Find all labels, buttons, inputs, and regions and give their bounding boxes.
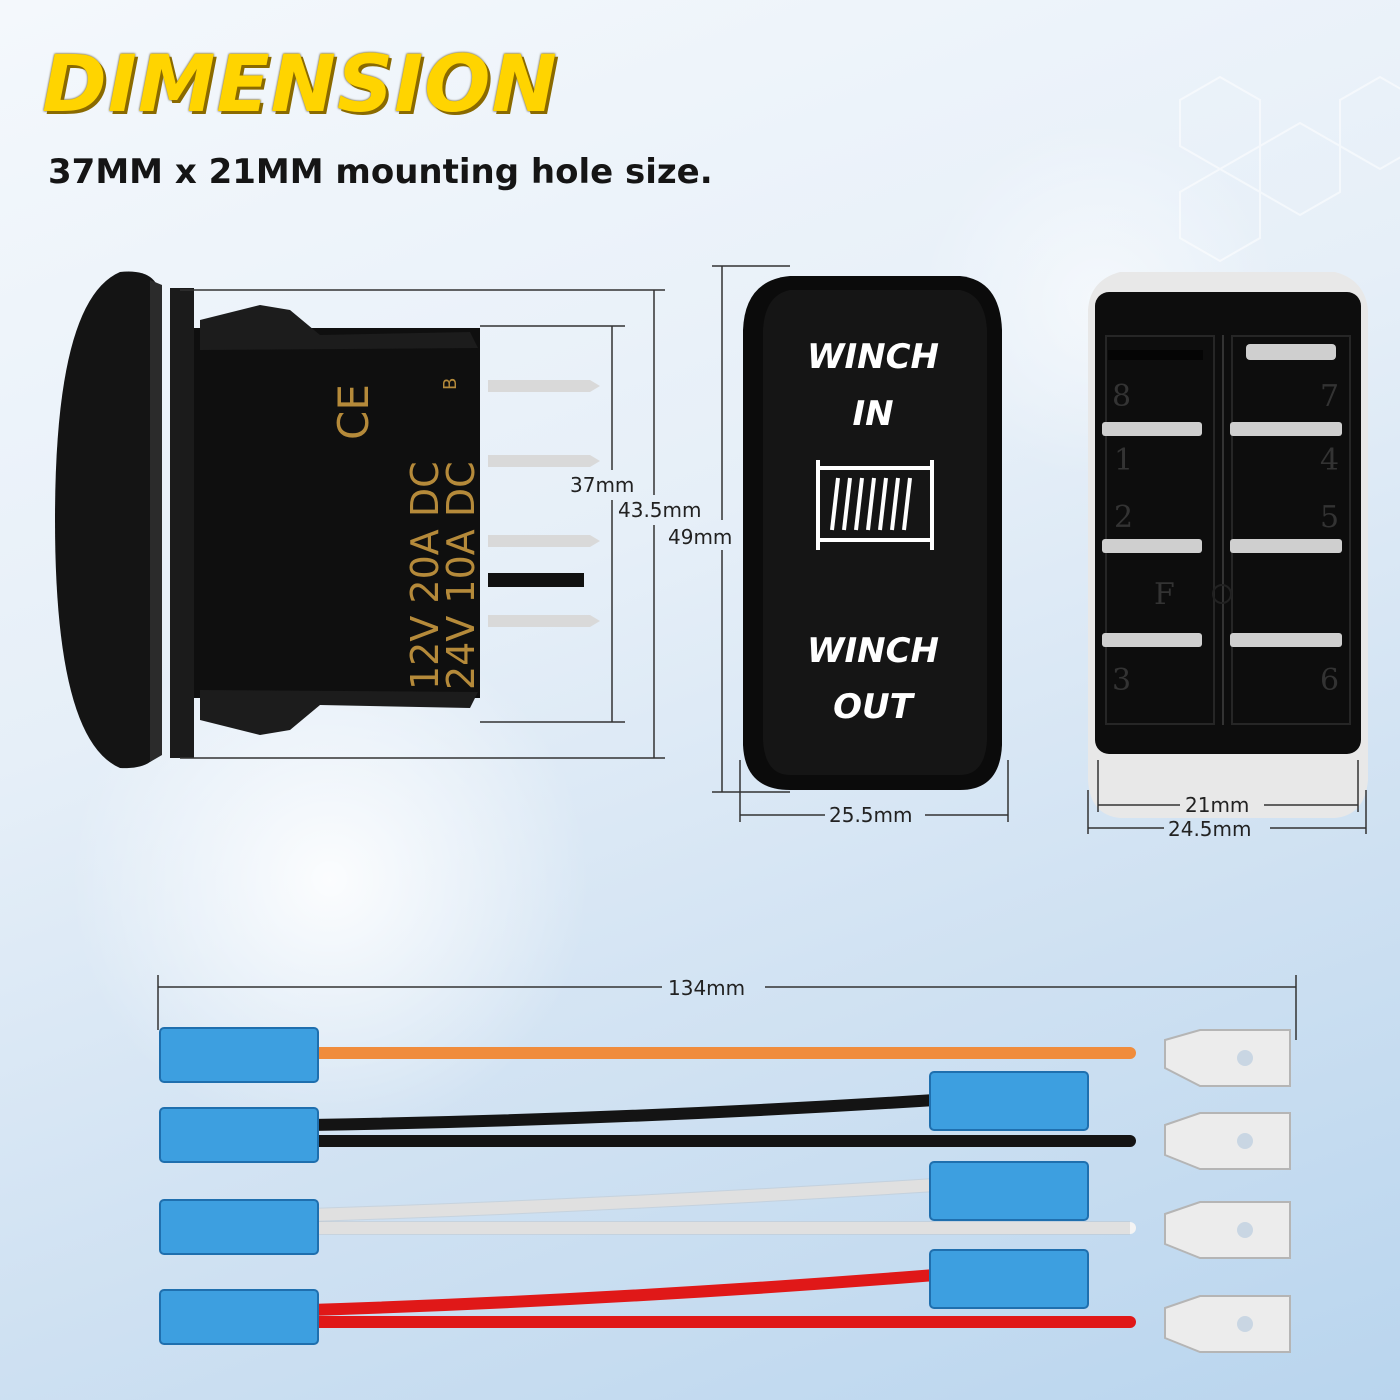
dim-front-width: 25.5mm — [829, 803, 913, 827]
code-mark: B — [440, 378, 461, 390]
wire-black-short — [304, 1094, 941, 1131]
connector-left-2 — [159, 1107, 319, 1163]
f-mark: F — [1154, 577, 1175, 612]
connector-left-3 — [159, 1199, 319, 1255]
spade-terminal-2 — [1164, 1112, 1291, 1170]
pin-8: 8 — [1112, 379, 1131, 414]
mounting-hole-subtitle: 37MM x 21MM mounting hole size. — [48, 152, 713, 192]
connector-mid-3 — [929, 1249, 1089, 1309]
dim-harness-length: 134mm — [668, 976, 745, 1000]
dim-body-height: 43.5mm — [618, 498, 702, 522]
pin-7: 7 — [1320, 379, 1339, 414]
connector-left-4 — [159, 1289, 319, 1345]
pin-1: 1 — [1114, 443, 1133, 478]
dim-back-inner-width: 21mm — [1185, 793, 1249, 817]
spade-terminal-3 — [1164, 1201, 1291, 1259]
spade-terminal-1 — [1164, 1029, 1291, 1087]
wire-red-short — [304, 1269, 941, 1316]
page-title: DIMENSION — [42, 40, 558, 130]
dim-total-height: 49mm — [668, 525, 732, 549]
label-winch-in-line2: IN — [852, 394, 893, 434]
connector-mid-1 — [929, 1071, 1089, 1131]
pin-3: 3 — [1112, 663, 1131, 698]
label-winch-out-line1: WINCH — [807, 631, 939, 671]
spade-terminal-4 — [1164, 1295, 1291, 1353]
dim-back-outer-width: 24.5mm — [1168, 817, 1252, 841]
pin-2: 2 — [1114, 500, 1133, 535]
pin-4: 4 — [1320, 443, 1339, 478]
connector-mid-2 — [929, 1161, 1089, 1221]
dim-terminal-span: 37mm — [570, 473, 634, 497]
label-winch-in-line1: WINCH — [807, 337, 939, 377]
rating-24v: 24V 10A DC — [439, 461, 483, 690]
pin-6: 6 — [1320, 663, 1339, 698]
pin-5: 5 — [1320, 500, 1339, 535]
winch-icon — [816, 460, 934, 550]
wire-white-short — [304, 1179, 941, 1221]
label-winch-out-line2: OUT — [833, 687, 916, 727]
rating-12v: 12V 20A DC — [403, 461, 447, 690]
ce-mark: CE — [329, 384, 378, 440]
connector-left-1 — [159, 1027, 319, 1083]
